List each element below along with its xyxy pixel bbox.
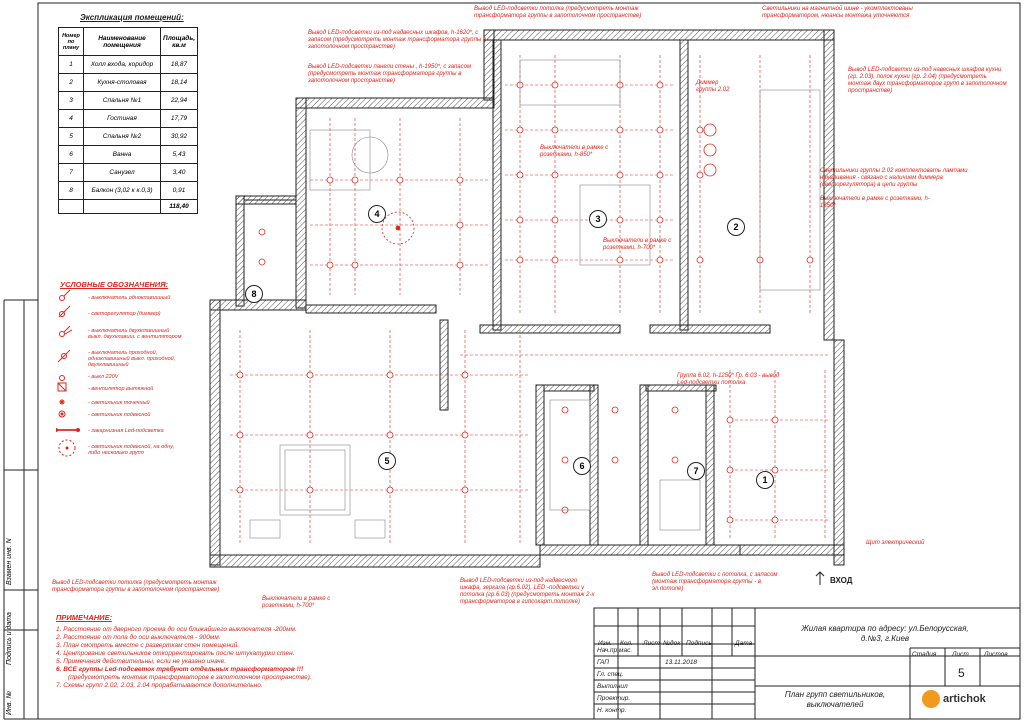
expl-total: 118,40 bbox=[160, 199, 198, 214]
legend-item: - выключатель двухклавишный выкл. двухкл… bbox=[88, 328, 182, 340]
legend-title: УСЛОВНЫЕ ОБОЗНАЧЕНИЯ: bbox=[60, 280, 169, 289]
expl-header-num: Номер по плану bbox=[58, 27, 84, 56]
tb-date: 13.11.2018 bbox=[665, 659, 698, 666]
room-number: 4 bbox=[368, 205, 386, 223]
logo: artichok bbox=[922, 690, 986, 708]
tb-col-podpis: Подпись bbox=[686, 640, 712, 647]
tb-sheet-title: План групп светильников, выключателей bbox=[784, 690, 886, 709]
logo-icon bbox=[922, 690, 940, 708]
annotation: Вывод LED-подсветки панели стены , h-195… bbox=[308, 64, 472, 84]
annotation: Вывод LED-подсветки из-под навесных шкаф… bbox=[848, 67, 1007, 94]
room-number: 1 bbox=[756, 471, 774, 489]
legend-item: - выключатель одноклавишный bbox=[88, 295, 171, 301]
logo-text: artichok bbox=[943, 693, 986, 705]
tb-role: Проектир. bbox=[597, 695, 631, 702]
legend-item: - вентилятор вытяжной bbox=[88, 386, 154, 392]
legend-item: - выкл 220V bbox=[88, 374, 119, 380]
note-line: 3. План смотреть вместе с разверткам сте… bbox=[56, 642, 240, 649]
tb-col-izm: Изм. bbox=[598, 640, 612, 647]
note-line: 7. Схемы групп 2.02, 2.03, 2.04 прорабат… bbox=[56, 682, 263, 689]
tb-col-list: Лист bbox=[643, 640, 660, 647]
tb-col-data: Дата bbox=[735, 640, 753, 647]
room-number: 6 bbox=[573, 457, 591, 475]
note-line: (предусмотреть монтаж трансформаторов в … bbox=[68, 674, 312, 681]
annotation: Выключатели в рамке с розетками, h-1350* bbox=[820, 196, 930, 209]
notes-block: ПРИМЕЧАНИЕ: 1. Расстояние от дверного пр… bbox=[56, 614, 386, 690]
annotation: Вывод LED-подсветки с потолка, с запасом… bbox=[652, 572, 778, 592]
room-number: 8 bbox=[245, 285, 263, 303]
expl-header-area: Площадь, кв.м bbox=[160, 27, 198, 56]
annotation: Группа 6.02, h-1250* Гр. 6.03 - вывод Le… bbox=[677, 373, 780, 386]
annotation: Вывод LED-подсветки из-под надвесного шк… bbox=[460, 578, 595, 605]
room-number: 2 bbox=[727, 218, 745, 236]
room-number: 7 bbox=[687, 462, 705, 480]
tb-sheets-label: Листов bbox=[984, 651, 1008, 658]
legend-item: - светильник точечный bbox=[88, 400, 150, 406]
room-number: 5 bbox=[378, 452, 396, 470]
legend-symbols bbox=[56, 290, 80, 457]
expl-cell: 17,79 bbox=[160, 109, 198, 128]
annotation: Светильники группы 2.02 комплектовать ла… bbox=[820, 168, 968, 188]
annotation: Вывод LED-подсветки из-под надвесных шка… bbox=[308, 30, 487, 50]
note-line: 6. ВСЕ группы Led-подсветок требуют отде… bbox=[56, 666, 304, 673]
note-line: 5. Примечания действительны, если не ука… bbox=[56, 658, 227, 665]
expl-cell: 18,14 bbox=[160, 73, 198, 92]
note-line: 2. Расстояние от пола до оси выключателя… bbox=[56, 634, 221, 641]
expl-cell: 5,43 bbox=[160, 145, 198, 164]
legend-item: - светорегулятор (диммер) bbox=[88, 311, 161, 317]
tb-role: Гл. спец. bbox=[597, 671, 624, 678]
note-line: 4. Центрование светильников откорректиро… bbox=[56, 650, 295, 657]
explication-table: Номер по плану Наименование помещения Пл… bbox=[58, 27, 198, 214]
tb-role: Н. контр. bbox=[597, 707, 627, 714]
explication-title: Экспликация помещений: bbox=[80, 13, 184, 22]
legend-item: - светильник подвесной bbox=[88, 412, 151, 418]
room-number: 3 bbox=[589, 210, 607, 228]
legend-item: - светильник подвесной, на одну, либо не… bbox=[88, 444, 175, 456]
annotation: Выключатели в рамке с розетками, h-700* bbox=[262, 596, 331, 609]
legend-item: - закарнизная Led-подсветка bbox=[88, 428, 164, 434]
annotation: Светильники на магнитной шине - укомплек… bbox=[762, 6, 913, 19]
tb-col-ndok: №док bbox=[663, 640, 681, 647]
annotation: Вывод LED-подсветки потолка (предусмотре… bbox=[52, 580, 220, 593]
tb-col-kol: Кол. bbox=[620, 640, 633, 647]
tb-address: Жилая квартира по адресу: ул.Белорусская… bbox=[801, 624, 969, 643]
tb-stage-label: Стадия bbox=[912, 651, 937, 658]
notes-title: ПРИМЕЧАНИЕ: bbox=[56, 613, 113, 622]
annotation: Выключатели в рамке с розетками, h-700* bbox=[603, 238, 672, 251]
annotation: Диммер группы 2.02 bbox=[696, 80, 730, 93]
legend-item: - выключатель проходной, одноклавишный в… bbox=[88, 350, 176, 368]
annotation: Вывод LED-подсветки потолка (предусмотре… bbox=[474, 6, 642, 19]
tb-role: Нач.пр.мас. bbox=[597, 647, 633, 654]
note-line: 1. Расстояние от дверного проема до оси … bbox=[56, 626, 297, 633]
annotation: Щит электрический bbox=[866, 540, 925, 546]
tb-role: Выполнил bbox=[597, 683, 628, 690]
tb-sheet-label: Лист bbox=[952, 651, 969, 658]
entrance-label: ВХОД bbox=[830, 576, 853, 585]
tb-sheet-number: 5 bbox=[958, 666, 965, 680]
annotation: Выключатели в рамке с розетками, h-850* bbox=[540, 145, 609, 158]
tb-role: ГАП bbox=[597, 659, 609, 666]
